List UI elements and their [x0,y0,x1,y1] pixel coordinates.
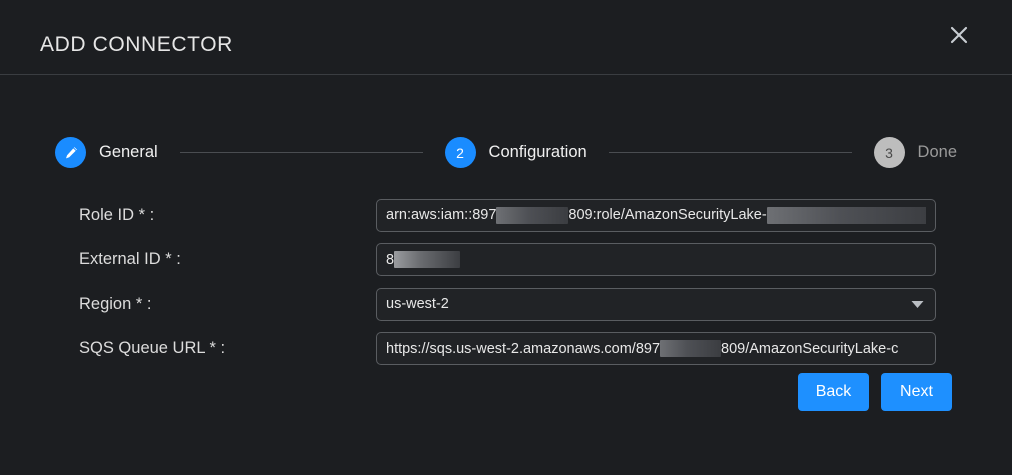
close-button[interactable] [942,18,976,52]
role-id-value-prefix: arn:aws:iam::897 [386,207,497,224]
dialog-header: ADD CONNECTOR [0,0,1012,75]
external-id-label: External ID * : [79,250,181,269]
external-id-redaction [394,251,461,269]
form-row-external-id: External ID * : 8 [0,238,1012,283]
step-done[interactable]: 3 Done [873,137,957,168]
sqs-value-prefix: https://sqs.us-west-2.amazonaws.com/897 [386,340,661,357]
step-configuration-indicator: 2 [444,137,476,168]
step-general[interactable]: General [55,137,158,168]
dialog-button-bar: Back Next [798,373,952,411]
next-button[interactable]: Next [881,373,952,411]
step-configuration-label: Configuration [488,143,587,161]
role-id-redaction-2 [766,206,926,224]
form-row-sqs-queue-url: SQS Queue URL * : https://sqs.us-west-2.… [0,327,1012,372]
role-id-value-middle: 809:role/AmazonSecurityLake- [568,207,767,224]
sqs-queue-url-input[interactable]: https://sqs.us-west-2.amazonaws.com/897 … [376,332,936,366]
region-select[interactable]: us-west-2 [376,287,936,321]
step-general-label: General [99,143,158,161]
step-connector-2 [608,152,852,153]
sqs-value-middle: 809/AmazonSecurityLake-c [721,340,899,357]
sqs-queue-url-label: SQS Queue URL * : [79,339,226,358]
step-configuration[interactable]: 2 Configuration [444,137,587,168]
pencil-icon [65,146,77,158]
role-id-redaction-1 [496,206,569,224]
step-connector-1 [179,152,423,153]
form-row-region: Region * : us-west-2 [0,282,1012,327]
form-row-role-id: Role ID * : arn:aws:iam::897 809:role/Am… [0,193,1012,238]
step-done-indicator: 3 [873,137,905,168]
external-id-value-prefix: 8 [386,251,395,268]
wizard-stepper: General 2 Configuration 3 Done [55,137,957,168]
sqs-redaction [660,340,722,358]
role-id-label: Role ID * : [79,205,155,224]
page-title: ADD CONNECTOR [40,33,233,56]
external-id-input[interactable]: 8 [376,243,936,277]
region-label: Region * : [79,294,152,313]
step-general-indicator [55,137,86,168]
step-done-label: Done [917,143,957,161]
role-id-input[interactable]: arn:aws:iam::897 809:role/AmazonSecurity… [376,198,936,232]
back-button[interactable]: Back [798,373,869,411]
region-selected-value: us-west-2 [386,296,449,313]
configuration-form: Role ID * : arn:aws:iam::897 809:role/Am… [0,193,1012,371]
chevron-down-icon [911,300,924,308]
close-icon [950,26,968,44]
